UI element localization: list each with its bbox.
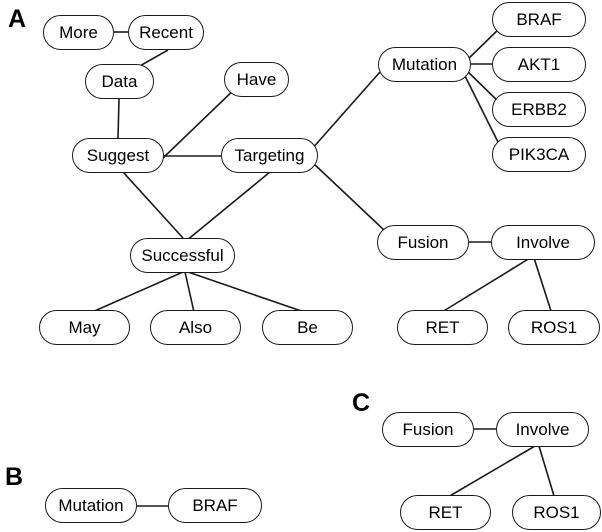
graph-node-label: Suggest bbox=[86, 146, 150, 165]
graph-node-label: ROS1 bbox=[530, 318, 578, 337]
graph-node-c-ret[interactable]: RET bbox=[400, 495, 491, 530]
graph-node-label: May bbox=[68, 318, 101, 337]
graph-node-a-also[interactable]: Also bbox=[150, 310, 241, 345]
graph-node-label: Fusion bbox=[397, 233, 449, 252]
graph-node-label: Involve bbox=[516, 233, 570, 252]
graph-edge bbox=[184, 271, 195, 313]
graph-node-label: Be bbox=[297, 318, 318, 337]
graph-node-label: More bbox=[59, 23, 98, 42]
edges-group bbox=[89, 22, 555, 507]
graph-node-a-ret[interactable]: RET bbox=[397, 310, 488, 345]
panel-label-c: C bbox=[352, 389, 371, 417]
graph-node-label: Mutation bbox=[391, 55, 458, 74]
graph-node-a-erbb2[interactable]: ERBB2 bbox=[492, 92, 586, 127]
graph-node-label: Successful bbox=[141, 246, 224, 265]
graph-edge bbox=[533, 257, 552, 312]
graph-node-a-have[interactable]: Have bbox=[224, 62, 289, 97]
graph-node-label: Mutation bbox=[58, 496, 124, 515]
graph-edge bbox=[312, 162, 385, 231]
graph-node-label: Fusion bbox=[402, 420, 454, 439]
graph-node-label: Targeting bbox=[234, 146, 305, 165]
graph-node-a-akt1[interactable]: AKT1 bbox=[492, 47, 586, 82]
graph-edge bbox=[117, 98, 120, 139]
graph-node-label: Have bbox=[236, 70, 277, 89]
graph-node-a-successful[interactable]: Successful bbox=[130, 238, 235, 273]
graph-node-a-data[interactable]: Data bbox=[85, 64, 154, 99]
graph-edge bbox=[447, 445, 536, 498]
graph-node-a-targeting[interactable]: Targeting bbox=[221, 138, 318, 173]
graph-edge bbox=[162, 83, 241, 159]
graph-edge bbox=[187, 271, 308, 314]
graph-node-c-involve[interactable]: Involve bbox=[496, 412, 589, 447]
graph-node-label: BRAF bbox=[192, 496, 238, 515]
graph-node-a-recent[interactable]: Recent bbox=[128, 15, 204, 50]
graph-node-a-be[interactable]: Be bbox=[262, 310, 353, 345]
graph-node-a-braf[interactable]: BRAF bbox=[492, 2, 586, 37]
graph-node-a-may[interactable]: May bbox=[39, 310, 130, 345]
graph-node-c-ros1[interactable]: ROS1 bbox=[512, 495, 601, 530]
panel-label-b: B bbox=[5, 463, 24, 491]
graph-node-label: Involve bbox=[515, 420, 570, 439]
graph-node-a-ros1[interactable]: ROS1 bbox=[508, 310, 600, 345]
graph-edge bbox=[89, 271, 184, 314]
graph-node-a-fusion[interactable]: Fusion bbox=[377, 225, 469, 260]
graph-edge bbox=[441, 257, 531, 313]
graph-node-label: Data bbox=[101, 72, 138, 91]
graph-edge bbox=[122, 171, 184, 239]
graph-node-b-braf[interactable]: BRAF bbox=[168, 488, 262, 523]
graph-node-a-mutation[interactable]: Mutation bbox=[378, 47, 471, 82]
graph-node-label: RET bbox=[428, 503, 463, 522]
graph-node-label: ERBB2 bbox=[511, 100, 567, 119]
graph-node-label: AKT1 bbox=[517, 55, 561, 74]
graph-edge bbox=[538, 445, 555, 497]
graph-node-a-pik3ca[interactable]: PIK3CA bbox=[492, 137, 586, 172]
graph-node-a-suggest[interactable]: Suggest bbox=[72, 138, 164, 173]
graph-node-label: ROS1 bbox=[533, 503, 580, 522]
graph-node-label: RET bbox=[425, 318, 460, 337]
graph-node-label: Also bbox=[178, 318, 213, 337]
graph-node-label: PIK3CA bbox=[508, 145, 570, 164]
graph-node-label: BRAF bbox=[516, 10, 562, 29]
graph-node-b-mutation[interactable]: Mutation bbox=[45, 488, 137, 523]
graph-edge bbox=[185, 171, 271, 242]
graph-node-a-involve[interactable]: Involve bbox=[491, 225, 595, 260]
panel-label-a: A bbox=[8, 5, 27, 33]
graph-node-label: Recent bbox=[139, 23, 193, 42]
graph-edge bbox=[310, 71, 381, 151]
graph-node-c-fusion[interactable]: Fusion bbox=[382, 412, 474, 447]
graph-edge bbox=[461, 69, 504, 153]
graph-node-a-more[interactable]: More bbox=[43, 15, 114, 50]
